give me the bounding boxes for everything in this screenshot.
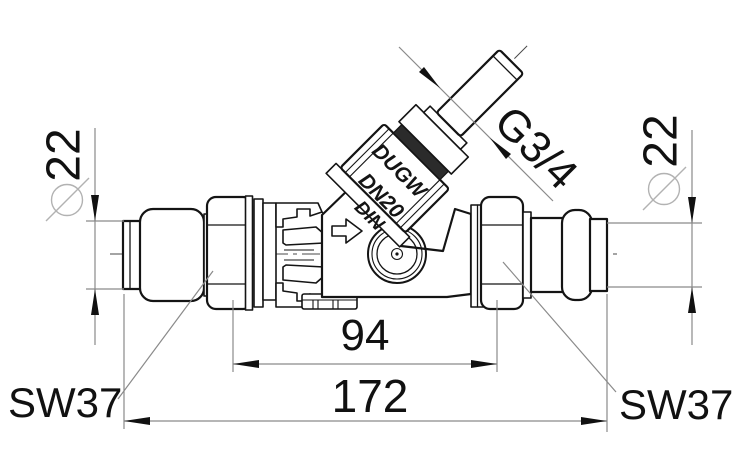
- dim-overall-length-text: 172: [332, 370, 409, 422]
- flow-arrow: [331, 218, 363, 244]
- press-bead-left: [138, 207, 206, 303]
- label-wrench-left-text: SW37: [8, 379, 122, 426]
- diameter-symbol-right: [642, 166, 687, 211]
- dim-right-diameter: 22: [607, 114, 702, 345]
- valve-assembly: DUGW DN20 DIN: [121, 49, 609, 311]
- bonnet-assembly: [325, 49, 524, 248]
- dim-right-diameter-text: 22: [635, 114, 688, 167]
- dim-left-diameter-text: 22: [38, 128, 91, 181]
- left-press-fitting: [121, 207, 210, 303]
- dimension-layer: 22 22 G3/4: [8, 46, 733, 432]
- diameter-symbol-left: [45, 177, 90, 222]
- right-press-fitting: [522, 208, 609, 302]
- dim-body-length-text: 94: [341, 311, 390, 360]
- label-wrench-right: SW37: [502, 261, 733, 428]
- press-bead-right: [560, 208, 594, 302]
- dim-left-diameter: 22: [38, 128, 124, 345]
- label-wrench-left: SW37: [8, 270, 214, 426]
- spigot: [436, 49, 524, 137]
- dim-body-length: 94: [232, 300, 498, 372]
- dim-overall-length: 172: [123, 294, 608, 432]
- right-union-nut: [479, 195, 525, 311]
- label-wrench-right-text: SW37: [619, 381, 733, 428]
